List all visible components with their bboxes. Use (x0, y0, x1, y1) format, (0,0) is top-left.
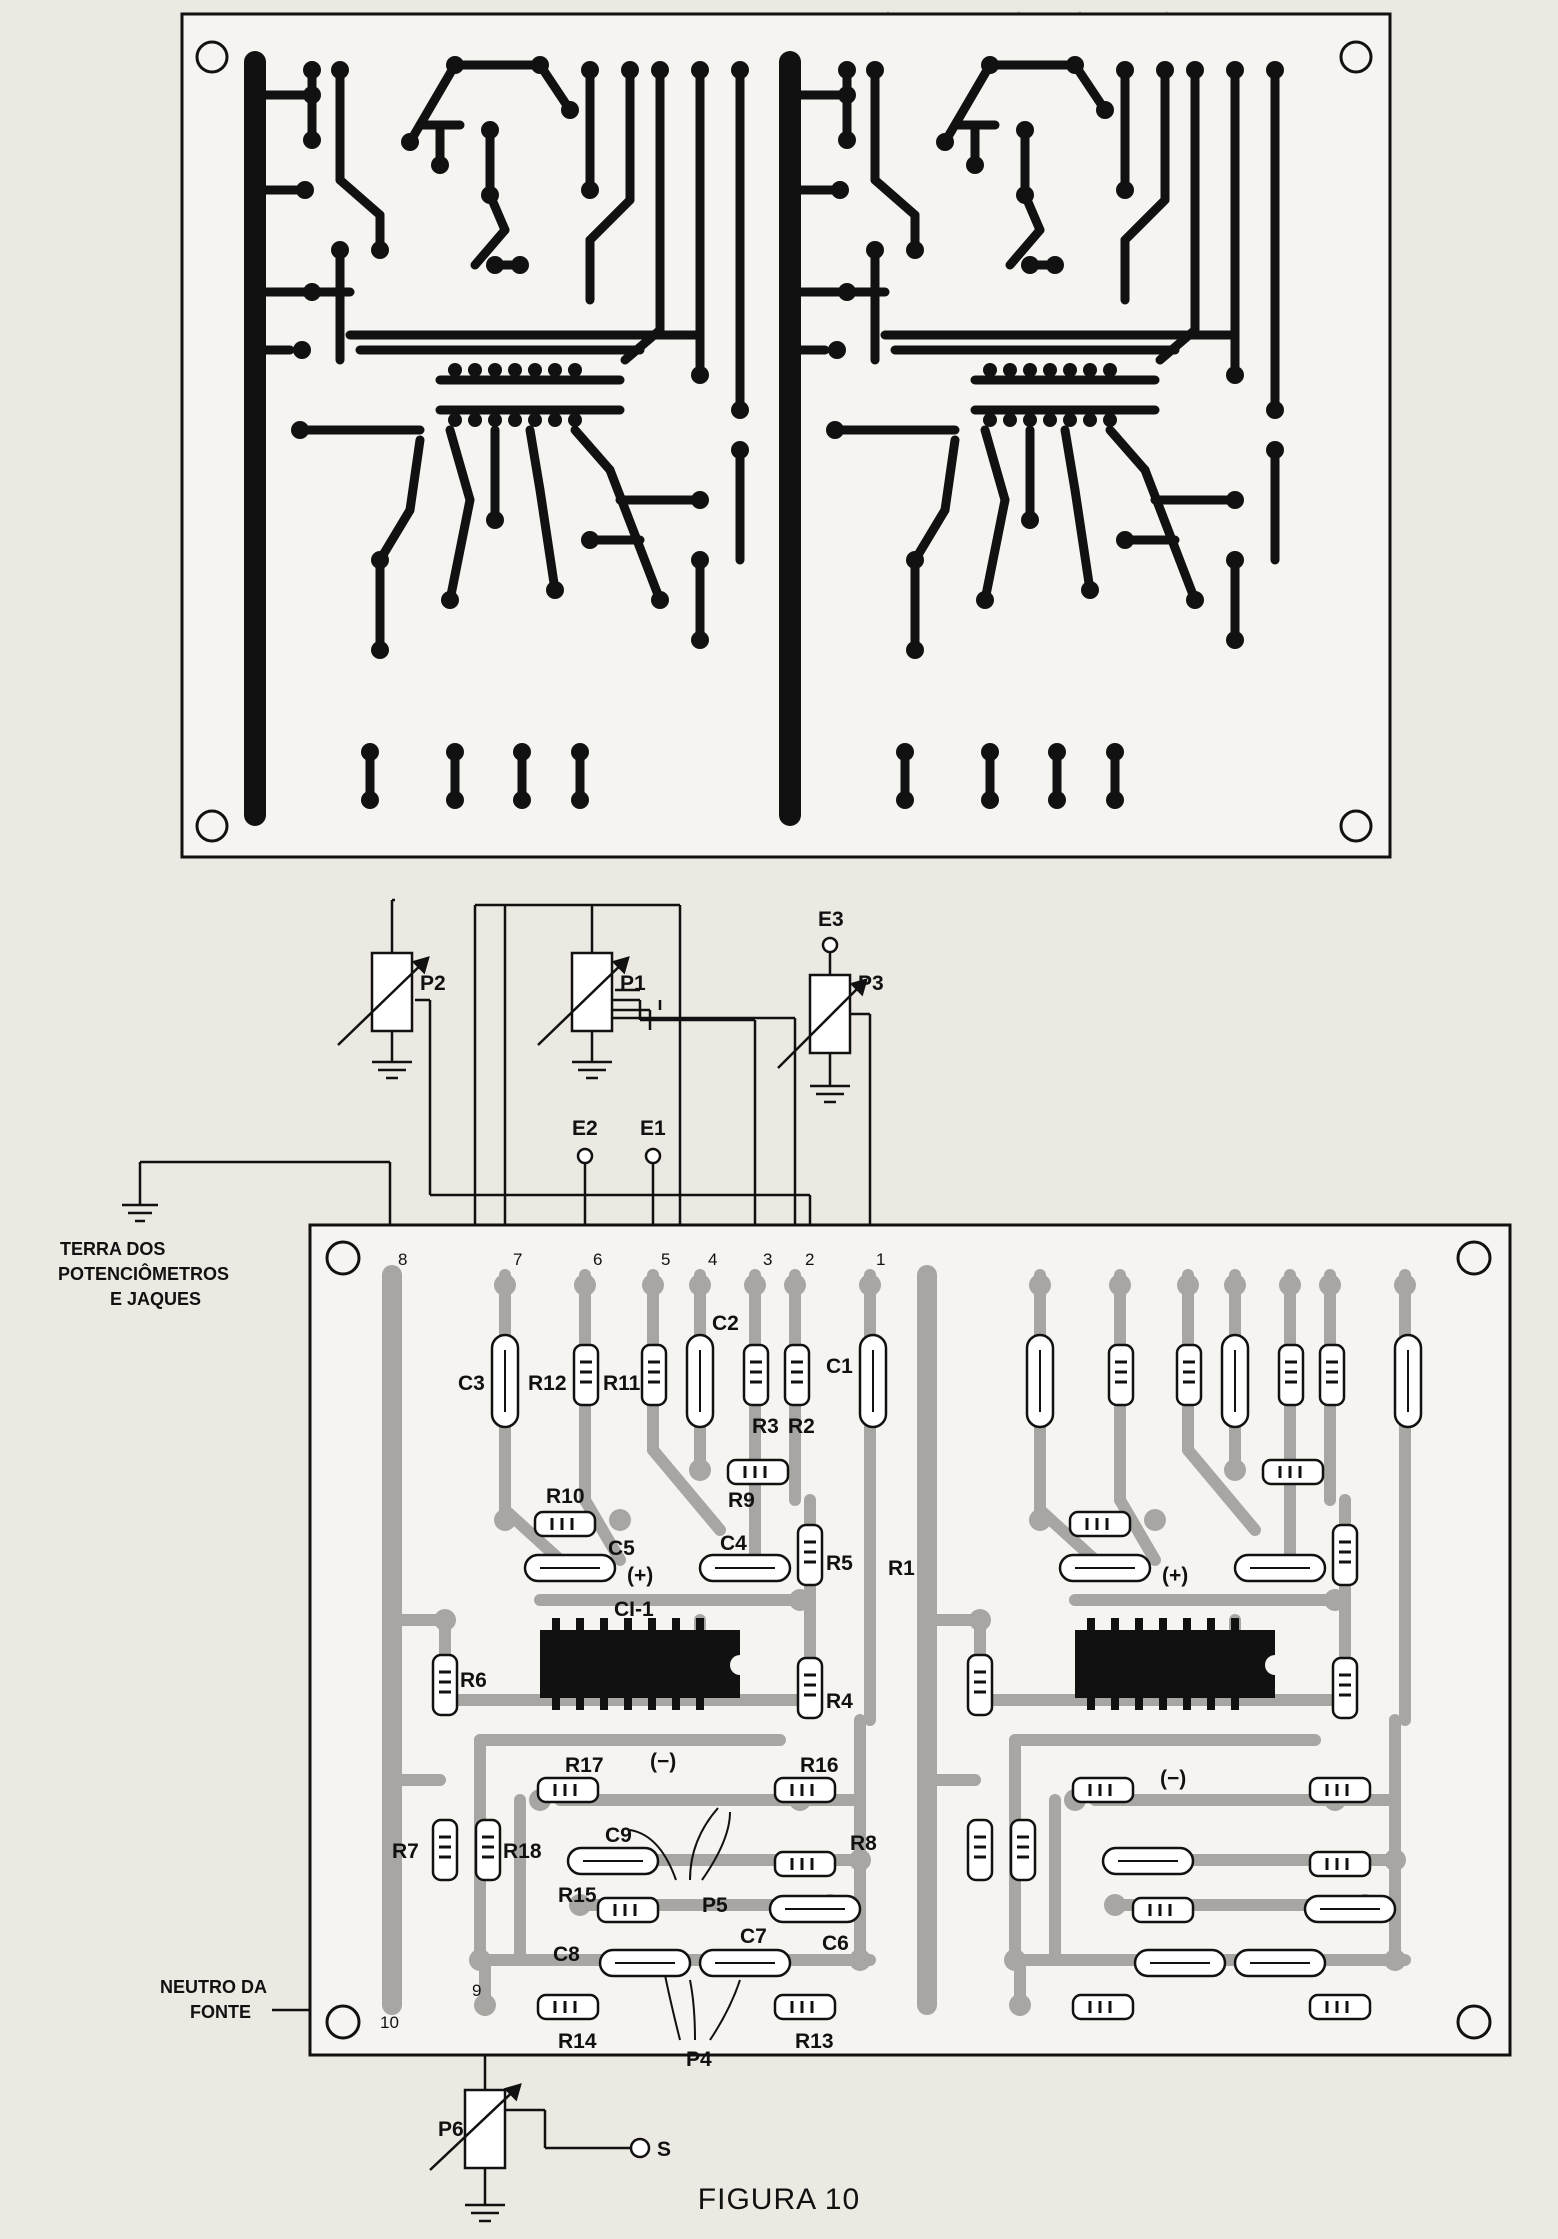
leader-lines (629, 1807, 741, 2041)
label-r16: R16 (800, 1754, 839, 1777)
label-c8: C8 (553, 1943, 580, 1966)
pin-label: 8 (398, 1250, 407, 1269)
label-c3: C3 (458, 1372, 485, 1395)
label-p1: P1 (620, 972, 646, 995)
pcb-copper-layout (180, 12, 1392, 859)
label-r5: R5 (826, 1552, 853, 1575)
pin-label: 5 (661, 1250, 670, 1269)
component-channel-left (382, 1265, 888, 2021)
label-r2: R2 (788, 1415, 815, 1438)
label-p3: P3 (858, 972, 884, 995)
mounting-hole (1339, 40, 1373, 74)
label-p4: P4 (686, 2048, 712, 2071)
label-r12: R12 (528, 1372, 567, 1395)
label-e1: E1 (640, 1117, 666, 1140)
label-c7: C7 (740, 1925, 767, 1948)
label-p5: P5 (702, 1894, 728, 1917)
figure-caption: FIGURA 10 (697, 2183, 861, 2216)
external-wiring (122, 898, 872, 2223)
label-r8: R8 (850, 1832, 877, 1855)
label-r13: R13 (795, 2030, 834, 2053)
label-minus-right: (−) (1160, 1767, 1186, 1790)
label-s: S (657, 2138, 671, 2161)
label-c5: C5 (608, 1537, 635, 1560)
label-r6: R6 (460, 1669, 487, 1692)
pin-label: 1 (876, 1250, 885, 1269)
label-r9: R9 (728, 1489, 755, 1512)
pin-label: 4 (708, 1250, 717, 1269)
pin-label: 7 (513, 1250, 522, 1269)
label-r3: R3 (752, 1415, 779, 1438)
label-e3: E3 (818, 908, 844, 931)
label-c1: C1 (826, 1355, 853, 1378)
ic-chip (540, 1630, 740, 1698)
label-plus-right: (+) (1162, 1564, 1188, 1587)
component-board (308, 1223, 1512, 2057)
label-c6: C6 (822, 1932, 849, 1955)
pin-label-10: 10 (380, 2013, 399, 2032)
pin-label: 6 (593, 1250, 602, 1269)
label-r18: R18 (503, 1840, 542, 1863)
label-ci1: CI-1 (614, 1598, 654, 1621)
label-p2: P2 (420, 972, 446, 995)
label-c2: C2 (712, 1312, 739, 1335)
label-r1: R1 (888, 1557, 915, 1580)
label-r15: R15 (558, 1884, 597, 1907)
label-r17: R17 (565, 1754, 604, 1777)
label-c4: C4 (720, 1532, 747, 1555)
label-r14: R14 (558, 2030, 597, 2053)
label-plus: (+) (627, 1564, 653, 1587)
pin-label-9: 9 (472, 1981, 481, 2000)
label-ground-pots-1: TERRA DOS (60, 1239, 165, 1259)
mounting-hole (195, 809, 229, 843)
label-r11: R11 (603, 1372, 641, 1395)
copper-channel-left (244, 51, 749, 826)
label-neutral-2: FONTE (190, 2002, 251, 2022)
label-ground-pots-3: E JAQUES (110, 1289, 201, 1309)
label-r7: R7 (392, 1840, 419, 1863)
mounting-hole (1339, 809, 1373, 843)
label-r10: R10 (546, 1485, 585, 1508)
label-minus: (−) (650, 1750, 676, 1773)
pin-label: 2 (805, 1250, 814, 1269)
label-neutral-1: NEUTRO DA (160, 1977, 267, 1997)
label-p6: P6 (438, 2118, 464, 2141)
pin-label: 3 (763, 1250, 772, 1269)
label-r4: R4 (826, 1690, 853, 1713)
label-ground-pots-2: POTENCIÔMETROS (58, 1263, 229, 1284)
component-labels: P2 P1 P3 E3 E2 E1 TERRA DOS POTENCIÔMETR… (58, 908, 1188, 2161)
label-e2: E2 (572, 1117, 598, 1140)
label-c9: C9 (605, 1824, 632, 1847)
mounting-hole (195, 40, 229, 74)
